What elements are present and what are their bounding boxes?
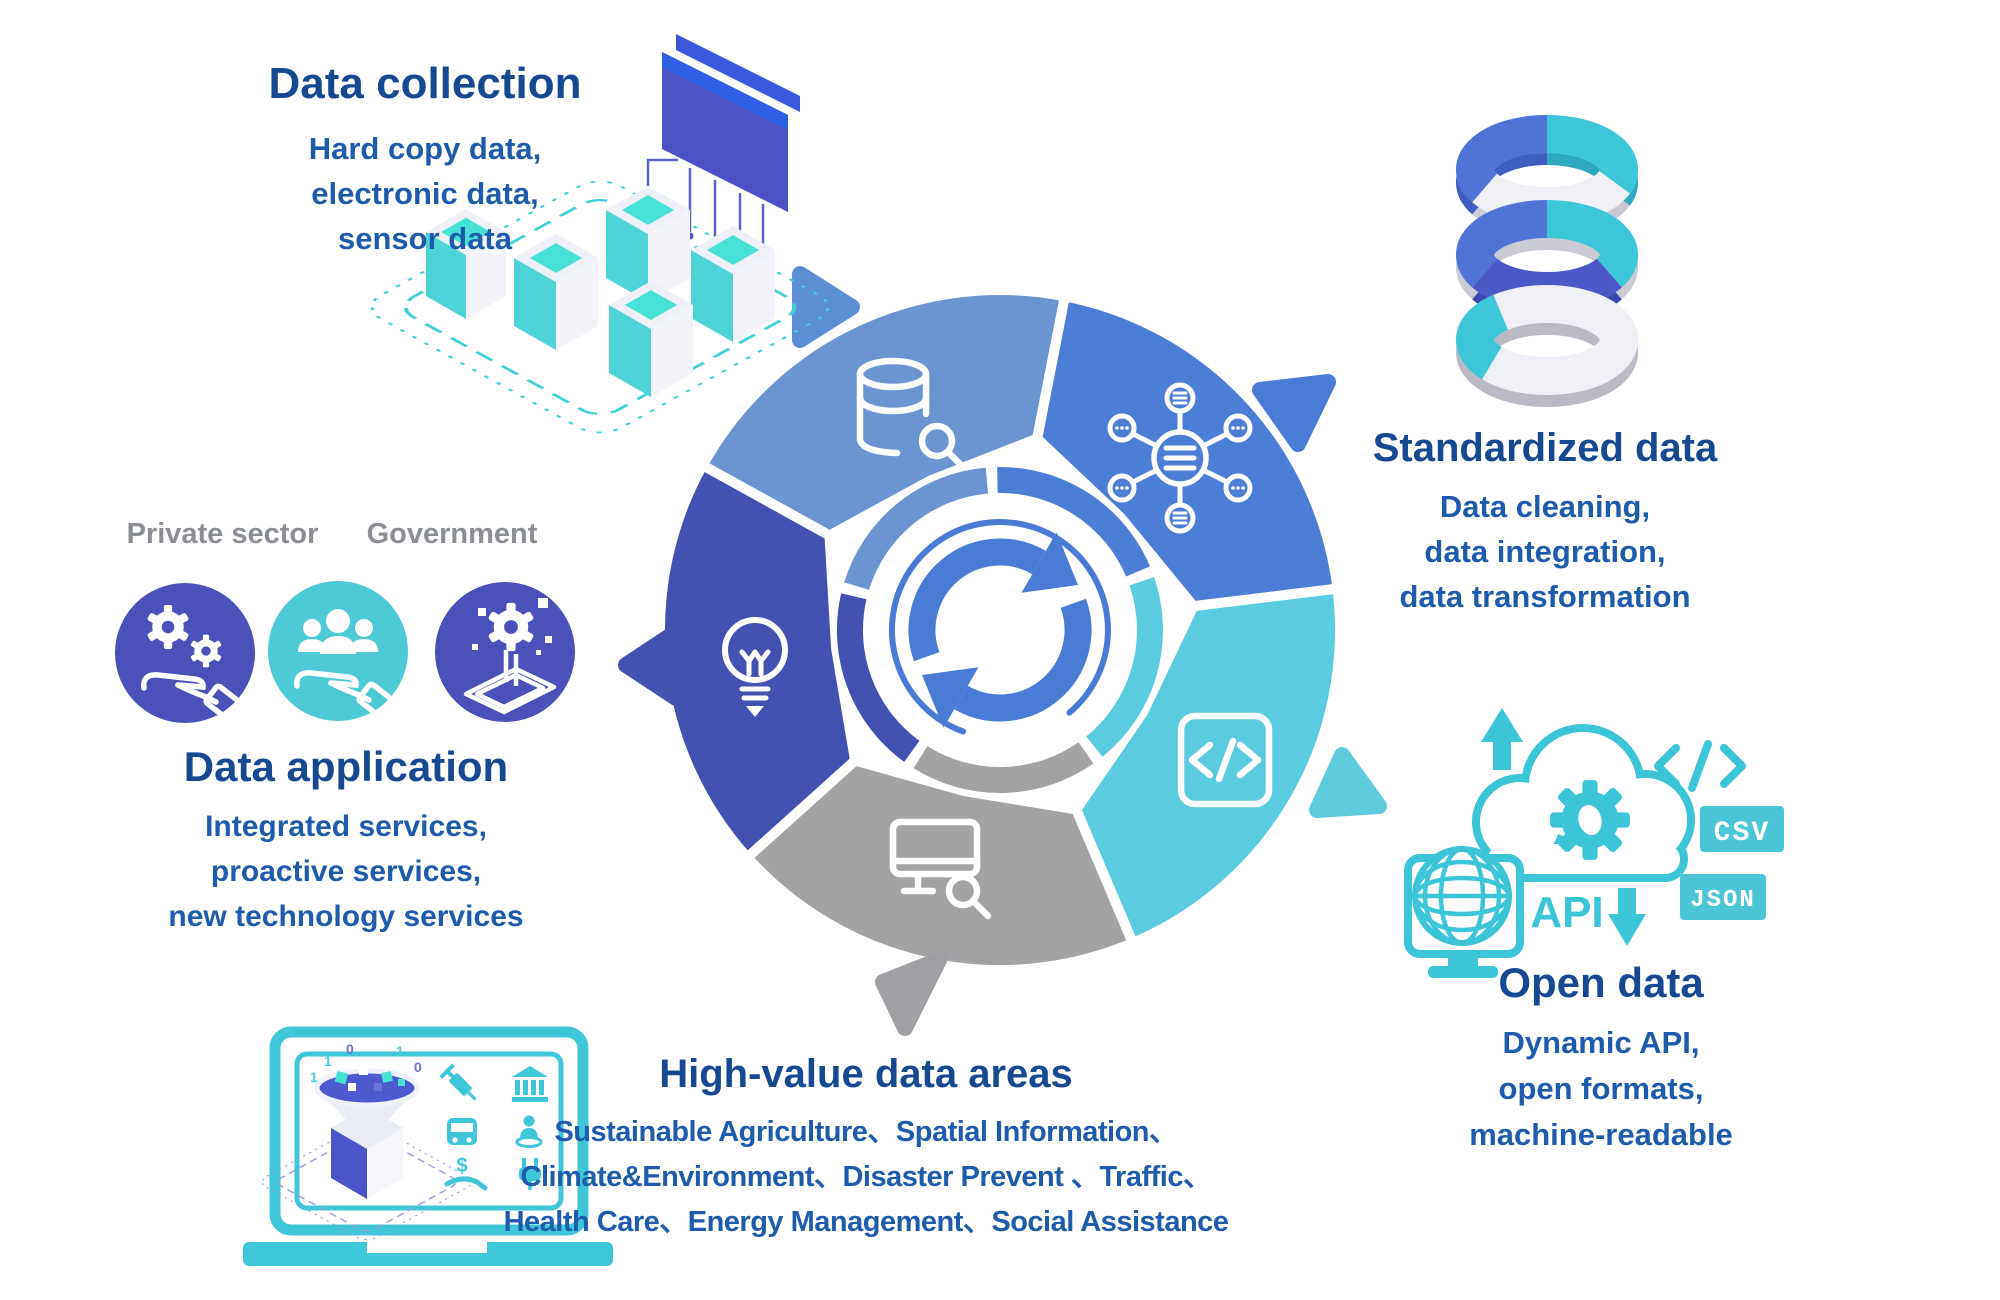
data-application-actors xyxy=(115,581,575,723)
data-application-line: proactive services, xyxy=(210,855,482,888)
private-sector-gears-icon xyxy=(115,583,255,723)
high-value-line: Climate&Environment、Disaster Prevent 、Tr… xyxy=(520,1161,1212,1193)
plug-icon xyxy=(519,1158,541,1190)
data-application-line: Integrated services, xyxy=(205,810,487,843)
bus-icon xyxy=(447,1118,477,1145)
monitor-search-icon xyxy=(889,818,992,920)
gear-icon xyxy=(1550,780,1630,860)
database-search-icon xyxy=(856,357,966,470)
json-badge: JSON xyxy=(1680,874,1766,920)
section-data-application: Data application Integrated services, pr… xyxy=(121,742,571,939)
data-collection-line: electronic data, xyxy=(311,176,539,211)
code-icon xyxy=(1177,712,1273,808)
standardized-rings-icon xyxy=(1456,115,1638,407)
high-value-line: Health Care、Energy Management、Social Ass… xyxy=(503,1206,1229,1238)
standardized-data-line: Data cleaning, xyxy=(1439,489,1651,524)
csv-badge-label: CSV xyxy=(1714,818,1770,849)
money-hand-icon: $ xyxy=(444,1155,488,1191)
sync-icon xyxy=(878,508,1122,752)
syringe-icon xyxy=(439,1063,477,1101)
open-data-line: Dynamic API, xyxy=(1502,1025,1700,1060)
standardized-data-line: data integration, xyxy=(1424,534,1666,569)
government-people-icon xyxy=(268,581,408,721)
json-badge-label: JSON xyxy=(1690,887,1756,914)
data-application-line: new technology services xyxy=(168,900,524,933)
open-data-line: machine-readable xyxy=(1469,1117,1733,1152)
wheel-segment-high-value xyxy=(742,755,1138,976)
person-location-icon xyxy=(515,1115,543,1148)
domain-icon-grid: $ xyxy=(439,1063,548,1191)
data-funnel-icon: 1 0 1 0 1 xyxy=(261,1041,473,1240)
government-label: Government xyxy=(366,518,538,550)
arrow-into-wheel-icon xyxy=(792,266,860,348)
arrow-to-high-value-icon xyxy=(875,952,947,1036)
funnel-data-bits: 1 0 1 0 1 xyxy=(310,1041,422,1091)
data-collection-line: Hard copy data, xyxy=(308,131,542,166)
binary-bit: 1 xyxy=(396,1043,404,1059)
binary-bit: 1 xyxy=(324,1053,332,1069)
data-collection-line: sensor data xyxy=(337,221,512,256)
wheel-segment-standardize xyxy=(1032,291,1343,612)
high-value-line: Sustainable Agriculture、Spatial Informat… xyxy=(554,1116,1178,1148)
arrow-to-application-icon xyxy=(618,624,684,706)
standardized-data-title: Standardized data xyxy=(1372,426,1718,470)
upload-arrow-icon xyxy=(1481,708,1523,770)
open-data-illustration: CSV JSON API xyxy=(1404,708,1784,978)
arrow-to-standardized-icon xyxy=(1252,374,1336,452)
download-arrow-icon xyxy=(1608,888,1646,946)
cloud-icon xyxy=(1472,724,1695,882)
code-brackets-icon xyxy=(1654,740,1746,792)
arrow-to-open-data-icon xyxy=(1309,747,1387,818)
wheel-segment-open-data xyxy=(1071,583,1346,948)
data-collection-illustration xyxy=(370,34,830,434)
wheel-flow-arrows xyxy=(618,266,1387,1036)
open-data-line: open formats, xyxy=(1498,1071,1704,1106)
wheel-inner-ring xyxy=(837,466,1163,793)
high-value-title: High-value data areas xyxy=(659,1052,1073,1096)
money-glyph: $ xyxy=(456,1155,467,1177)
section-open-data: Open data Dynamic API, open formats, mac… xyxy=(1411,958,1791,1158)
binary-bit: 1 xyxy=(310,1069,318,1085)
data-lifecycle-wheel xyxy=(618,266,1387,1036)
data-cubes-icon xyxy=(426,186,775,397)
globe-monitor-icon xyxy=(1404,846,1524,978)
section-data-collection: Data collection Hard copy data, electron… xyxy=(185,58,665,261)
data-application-title: Data application xyxy=(183,743,509,790)
section-high-value-data-areas: High-value data areas Sustainable Agricu… xyxy=(466,1050,1266,1245)
standardized-data-line: data transformation xyxy=(1399,579,1691,614)
api-label: API xyxy=(1530,888,1603,937)
binary-bit: 0 xyxy=(414,1059,422,1075)
lightbulb-icon xyxy=(722,617,788,717)
bank-icon xyxy=(512,1066,548,1102)
laptop-base xyxy=(243,1242,613,1266)
data-network-icon xyxy=(1107,382,1253,534)
csv-badge: CSV xyxy=(1700,806,1784,852)
open-data-title: Open data xyxy=(1498,959,1704,1006)
technology-platform-icon xyxy=(435,582,575,722)
binary-bit: 0 xyxy=(346,1041,354,1057)
private-sector-label: Private sector xyxy=(126,518,319,550)
laptop-illustration: 1 0 1 0 1 xyxy=(243,1026,613,1266)
data-collection-title: Data collection xyxy=(268,59,582,108)
section-standardized-data: Standardized data Data cleaning, data in… xyxy=(1325,424,1765,619)
